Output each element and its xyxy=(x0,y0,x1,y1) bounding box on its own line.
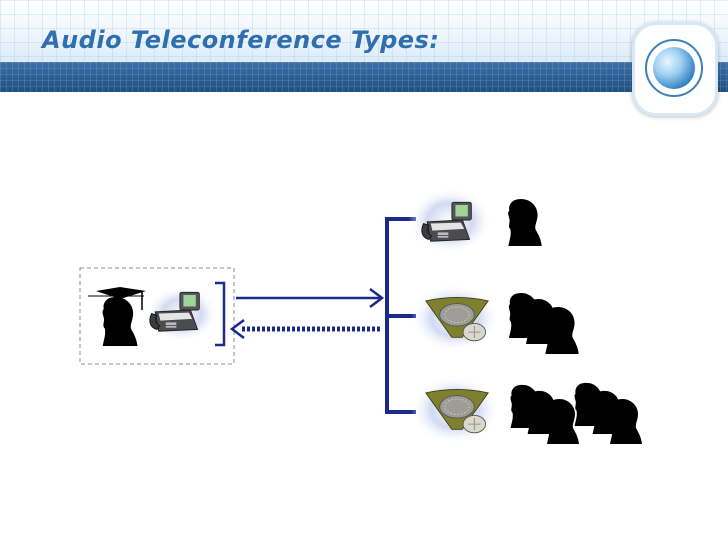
person-group-large xyxy=(510,382,642,444)
return-arrow xyxy=(229,319,381,339)
header-bar: Audio Teleconference Types: xyxy=(0,0,728,62)
person-group-small xyxy=(508,292,579,354)
studio-bracket xyxy=(215,281,226,347)
header-pattern xyxy=(0,0,728,62)
header-band xyxy=(0,62,728,92)
slide-title: Audio Teleconference Types: xyxy=(42,26,440,54)
person-silhouette-icon xyxy=(508,198,542,246)
logo-badge xyxy=(632,22,718,116)
studio-box xyxy=(79,267,235,365)
person-silhouette-icon xyxy=(545,306,579,354)
person-silhouette-icon xyxy=(609,398,642,444)
person-silhouette-icon xyxy=(546,398,579,444)
graduate-silhouette-icon xyxy=(88,287,146,346)
send-arrow xyxy=(236,288,385,308)
globe-icon xyxy=(653,47,695,89)
